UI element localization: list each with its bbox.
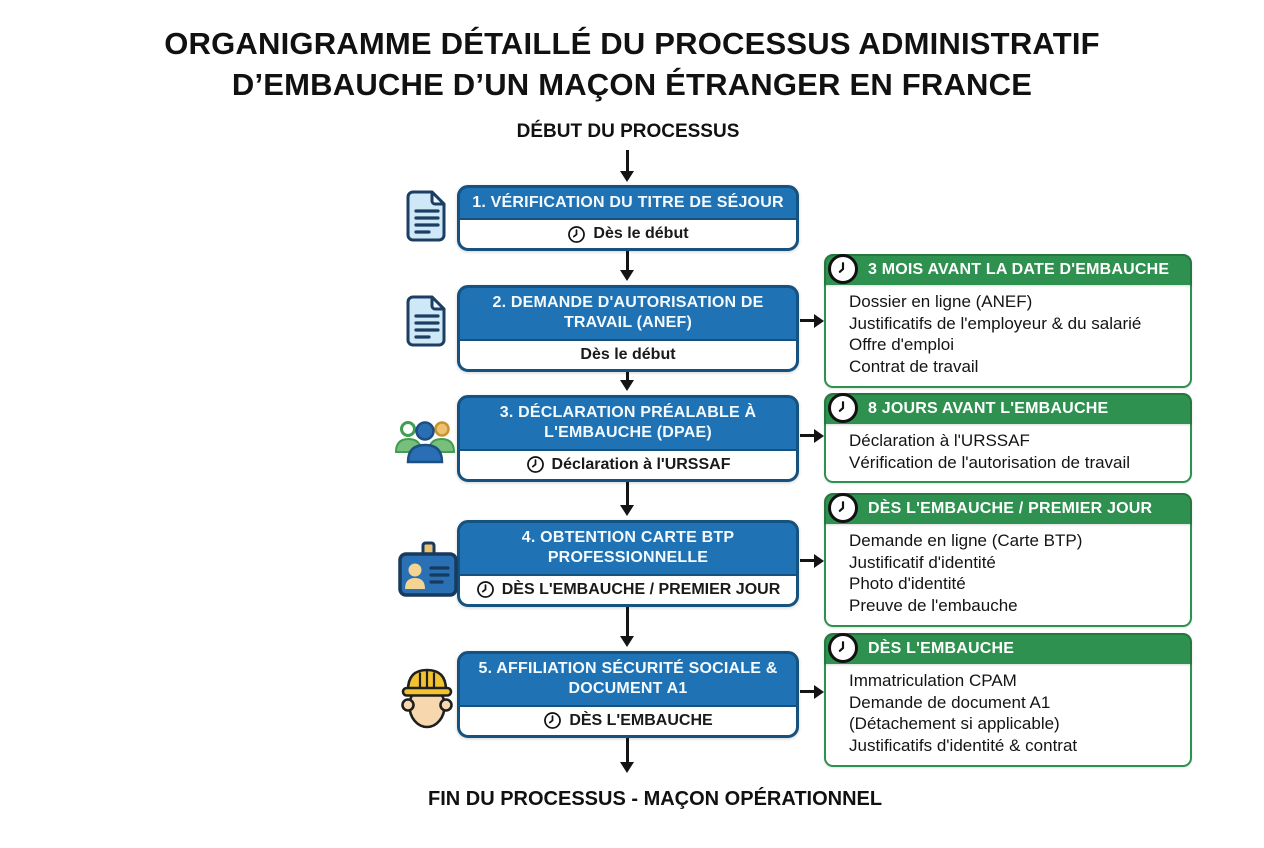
note-4-body: Immatriculation CPAM Demande de document… (824, 663, 1192, 767)
step-3-timing: Déclaration à l'URSSAF (460, 448, 796, 479)
connector-step3-to-note2 (800, 428, 824, 443)
clock-icon (828, 254, 858, 284)
arrow-start-to-step1 (620, 150, 634, 182)
step-4-timing-text: DÈS L'EMBAUCHE / PREMIER JOUR (501, 580, 781, 598)
clock-icon (476, 581, 494, 599)
note-2-header-text: 8 JOURS AVANT L'EMBAUCHE (868, 400, 1109, 417)
note-item: Demande en ligne (Carte BTP) (849, 530, 1083, 550)
page-title-line1: ORGANIGRAMME DÉTAILLÉ DU PROCESSUS ADMIN… (164, 26, 1100, 61)
step-2-timing: Dès le début (460, 338, 796, 369)
note-item: Dossier en ligne (ANEF) (849, 291, 1033, 311)
step-3-title: 3. DÉCLARATION PRÉALABLE À L'EMBAUCHE (D… (499, 404, 757, 442)
note-item: Preuve de l'embauche (849, 596, 1018, 616)
start-label: DÉBUT DU PROCESSUS (516, 121, 740, 142)
connector-step4-to-note3 (800, 553, 824, 568)
clock-icon (828, 633, 858, 663)
note-1-header: 3 MOIS AVANT LA DATE D'EMBAUCHE (824, 254, 1192, 285)
clock-icon (526, 456, 544, 474)
note-2-header: 8 JOURS AVANT L'EMBAUCHE (824, 393, 1192, 424)
clock-icon (828, 493, 858, 523)
note-item: Immatriculation CPAM (849, 670, 1017, 690)
note-item: Justificatifs de l'employeur & du salari… (849, 313, 1142, 333)
note-3-body: Demande en ligne (Carte BTP) Justificati… (824, 523, 1192, 627)
note-1-header-text: 3 MOIS AVANT LA DATE D'EMBAUCHE (868, 261, 1170, 278)
note-item: Justificatif d'identité (849, 552, 996, 572)
step-5-box: 5. AFFILIATION SÉCURITÉ SOCIALE & DOCUME… (457, 651, 799, 738)
note-1-body: Dossier en ligne (ANEF) Justificatifs de… (824, 284, 1192, 388)
note-box-1: 3 MOIS AVANT LA DATE D'EMBAUCHE Dossier … (824, 254, 1192, 388)
note-item: (Détachement si applicable) (849, 714, 1060, 734)
note-3-header: DÈS L'EMBAUCHE / PREMIER JOUR (824, 493, 1192, 524)
note-box-3: DÈS L'EMBAUCHE / PREMIER JOUR Demande en… (824, 493, 1192, 627)
arrow-step5-to-end (620, 738, 634, 773)
note-2-body: Déclaration à l'URSSAF Vérification de l… (824, 423, 1192, 484)
page-title-line2: D’EMBAUCHE D’UN MAÇON ÉTRANGER EN FRANCE (231, 66, 1033, 102)
document-icon (406, 295, 446, 347)
step-5-title: 5. AFFILIATION SÉCURITÉ SOCIALE & DOCUME… (478, 660, 778, 698)
step-1-timing: Dès le début (460, 218, 796, 249)
step-5-timing-text: DÈS L'EMBAUCHE (569, 711, 713, 729)
arrow-step3-to-step4 (620, 481, 634, 516)
end-label: FIN DU PROCESSUS - MAÇON OPÉRATIONNEL (428, 788, 883, 810)
connector-step5-to-note4 (800, 684, 824, 699)
step-3-timing-text: Déclaration à l'URSSAF (551, 455, 731, 473)
note-4-header-text: DÈS L'EMBAUCHE (868, 640, 1015, 657)
worker-icon (401, 668, 453, 729)
note-item: Demande de document A1 (849, 692, 1051, 712)
note-item: Photo d'identité (849, 574, 966, 594)
note-item: Offre d'emploi (849, 335, 954, 355)
step-1-title: 1. VÉRIFICATION DU TITRE DE SÉJOUR (472, 194, 784, 211)
note-3-header-text: DÈS L'EMBAUCHE / PREMIER JOUR (868, 500, 1153, 517)
step-2-title: 2. DEMANDE D'AUTORISATION DE TRAVAIL (AN… (492, 294, 764, 332)
note-item: Déclaration à l'URSSAF (849, 430, 1030, 450)
note-box-2: 8 JOURS AVANT L'EMBAUCHE Déclaration à l… (824, 393, 1192, 484)
step-2-timing-text: Dès le début (580, 345, 676, 363)
arrow-step4-to-step5 (620, 607, 634, 647)
step-1-timing-text: Dès le début (593, 225, 689, 243)
step-3-box: 3. DÉCLARATION PRÉALABLE À L'EMBAUCHE (D… (457, 395, 799, 482)
note-item: Vérification de l'autorisation de travai… (849, 452, 1131, 472)
step-1-box: 1. VÉRIFICATION DU TITRE DE SÉJOUR Dès l… (457, 185, 799, 252)
step-4-box: 4. OBTENTION CARTE BTP PROFESSIONNELLE D… (457, 520, 799, 607)
note-box-4: DÈS L'EMBAUCHE Immatriculation CPAM Dema… (824, 633, 1192, 767)
document-icon (406, 190, 446, 242)
step-5-timing: DÈS L'EMBAUCHE (460, 704, 796, 735)
clock-icon (828, 393, 858, 423)
note-item: Justificatifs d'identité & contrat (849, 736, 1078, 756)
note-4-header: DÈS L'EMBAUCHE (824, 633, 1192, 664)
step-2-box: 2. DEMANDE D'AUTORISATION DE TRAVAIL (AN… (457, 285, 799, 372)
id-card-icon (398, 541, 458, 597)
arrow-step1-to-step2 (620, 250, 634, 281)
clock-icon (568, 226, 586, 243)
connector-step2-to-note1 (800, 313, 824, 328)
clock-icon (544, 712, 562, 730)
step-4-timing: DÈS L'EMBAUCHE / PREMIER JOUR (460, 573, 796, 604)
step-4-title: 4. OBTENTION CARTE BTP PROFESSIONNELLE (521, 529, 735, 567)
people-icon (394, 421, 456, 464)
note-item: Contrat de travail (849, 357, 979, 377)
page-title: ORGANIGRAMME DÉTAILLÉ DU PROCESSUS ADMIN… (0, 24, 1264, 106)
